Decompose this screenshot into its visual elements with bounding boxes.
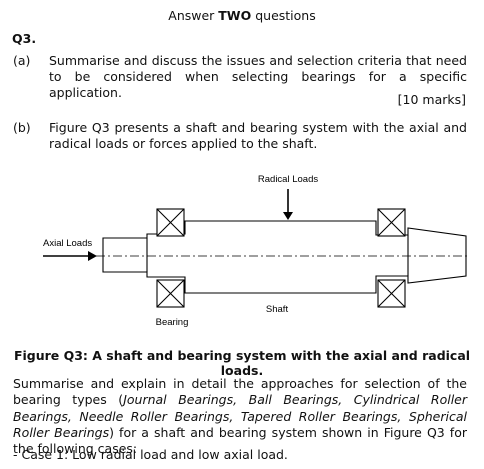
axial-loads-label: Axial Loads: [43, 238, 92, 249]
bearing-types-list: Journal Bearings, Ball Bearings, Cylindr…: [13, 392, 468, 440]
shaft-outline: [102, 220, 467, 294]
bearing-label: Bearing: [156, 317, 189, 328]
part-a-text: Summarise and discuss the issues and sel…: [49, 53, 467, 100]
radical-load-arrow: [283, 189, 293, 220]
case-1-item: - Case 1: Low radial load and low axial …: [13, 447, 288, 462]
part-a-label: (a): [13, 53, 31, 68]
exam-instruction: Answer TWO questions: [168, 8, 316, 23]
part-b-label: (b): [13, 120, 31, 135]
radical-loads-label: Radical Loads: [258, 174, 318, 185]
bearing-right-bottom: [377, 279, 406, 308]
shaft-bearing-diagram: Radical Loads Axial Loads Bearing Shaft: [43, 174, 470, 328]
instruction-emphasis: TWO: [218, 8, 252, 23]
bearing-left-bottom: [156, 279, 185, 308]
part-a-marks: [10 marks]: [397, 92, 466, 107]
part-b-text: Figure Q3 presents a shaft and bearing s…: [49, 120, 467, 151]
bearing-right-top: [377, 208, 406, 237]
figure-caption: Figure Q3: A shaft and bearing system wi…: [13, 348, 471, 378]
question-number: Q3.: [12, 31, 37, 46]
shaft-label: Shaft: [266, 304, 289, 315]
summary-paragraph: Summarise and explain in detail the appr…: [13, 376, 468, 457]
axial-load-arrow: [43, 251, 97, 261]
bearing-left-top: [156, 208, 185, 237]
